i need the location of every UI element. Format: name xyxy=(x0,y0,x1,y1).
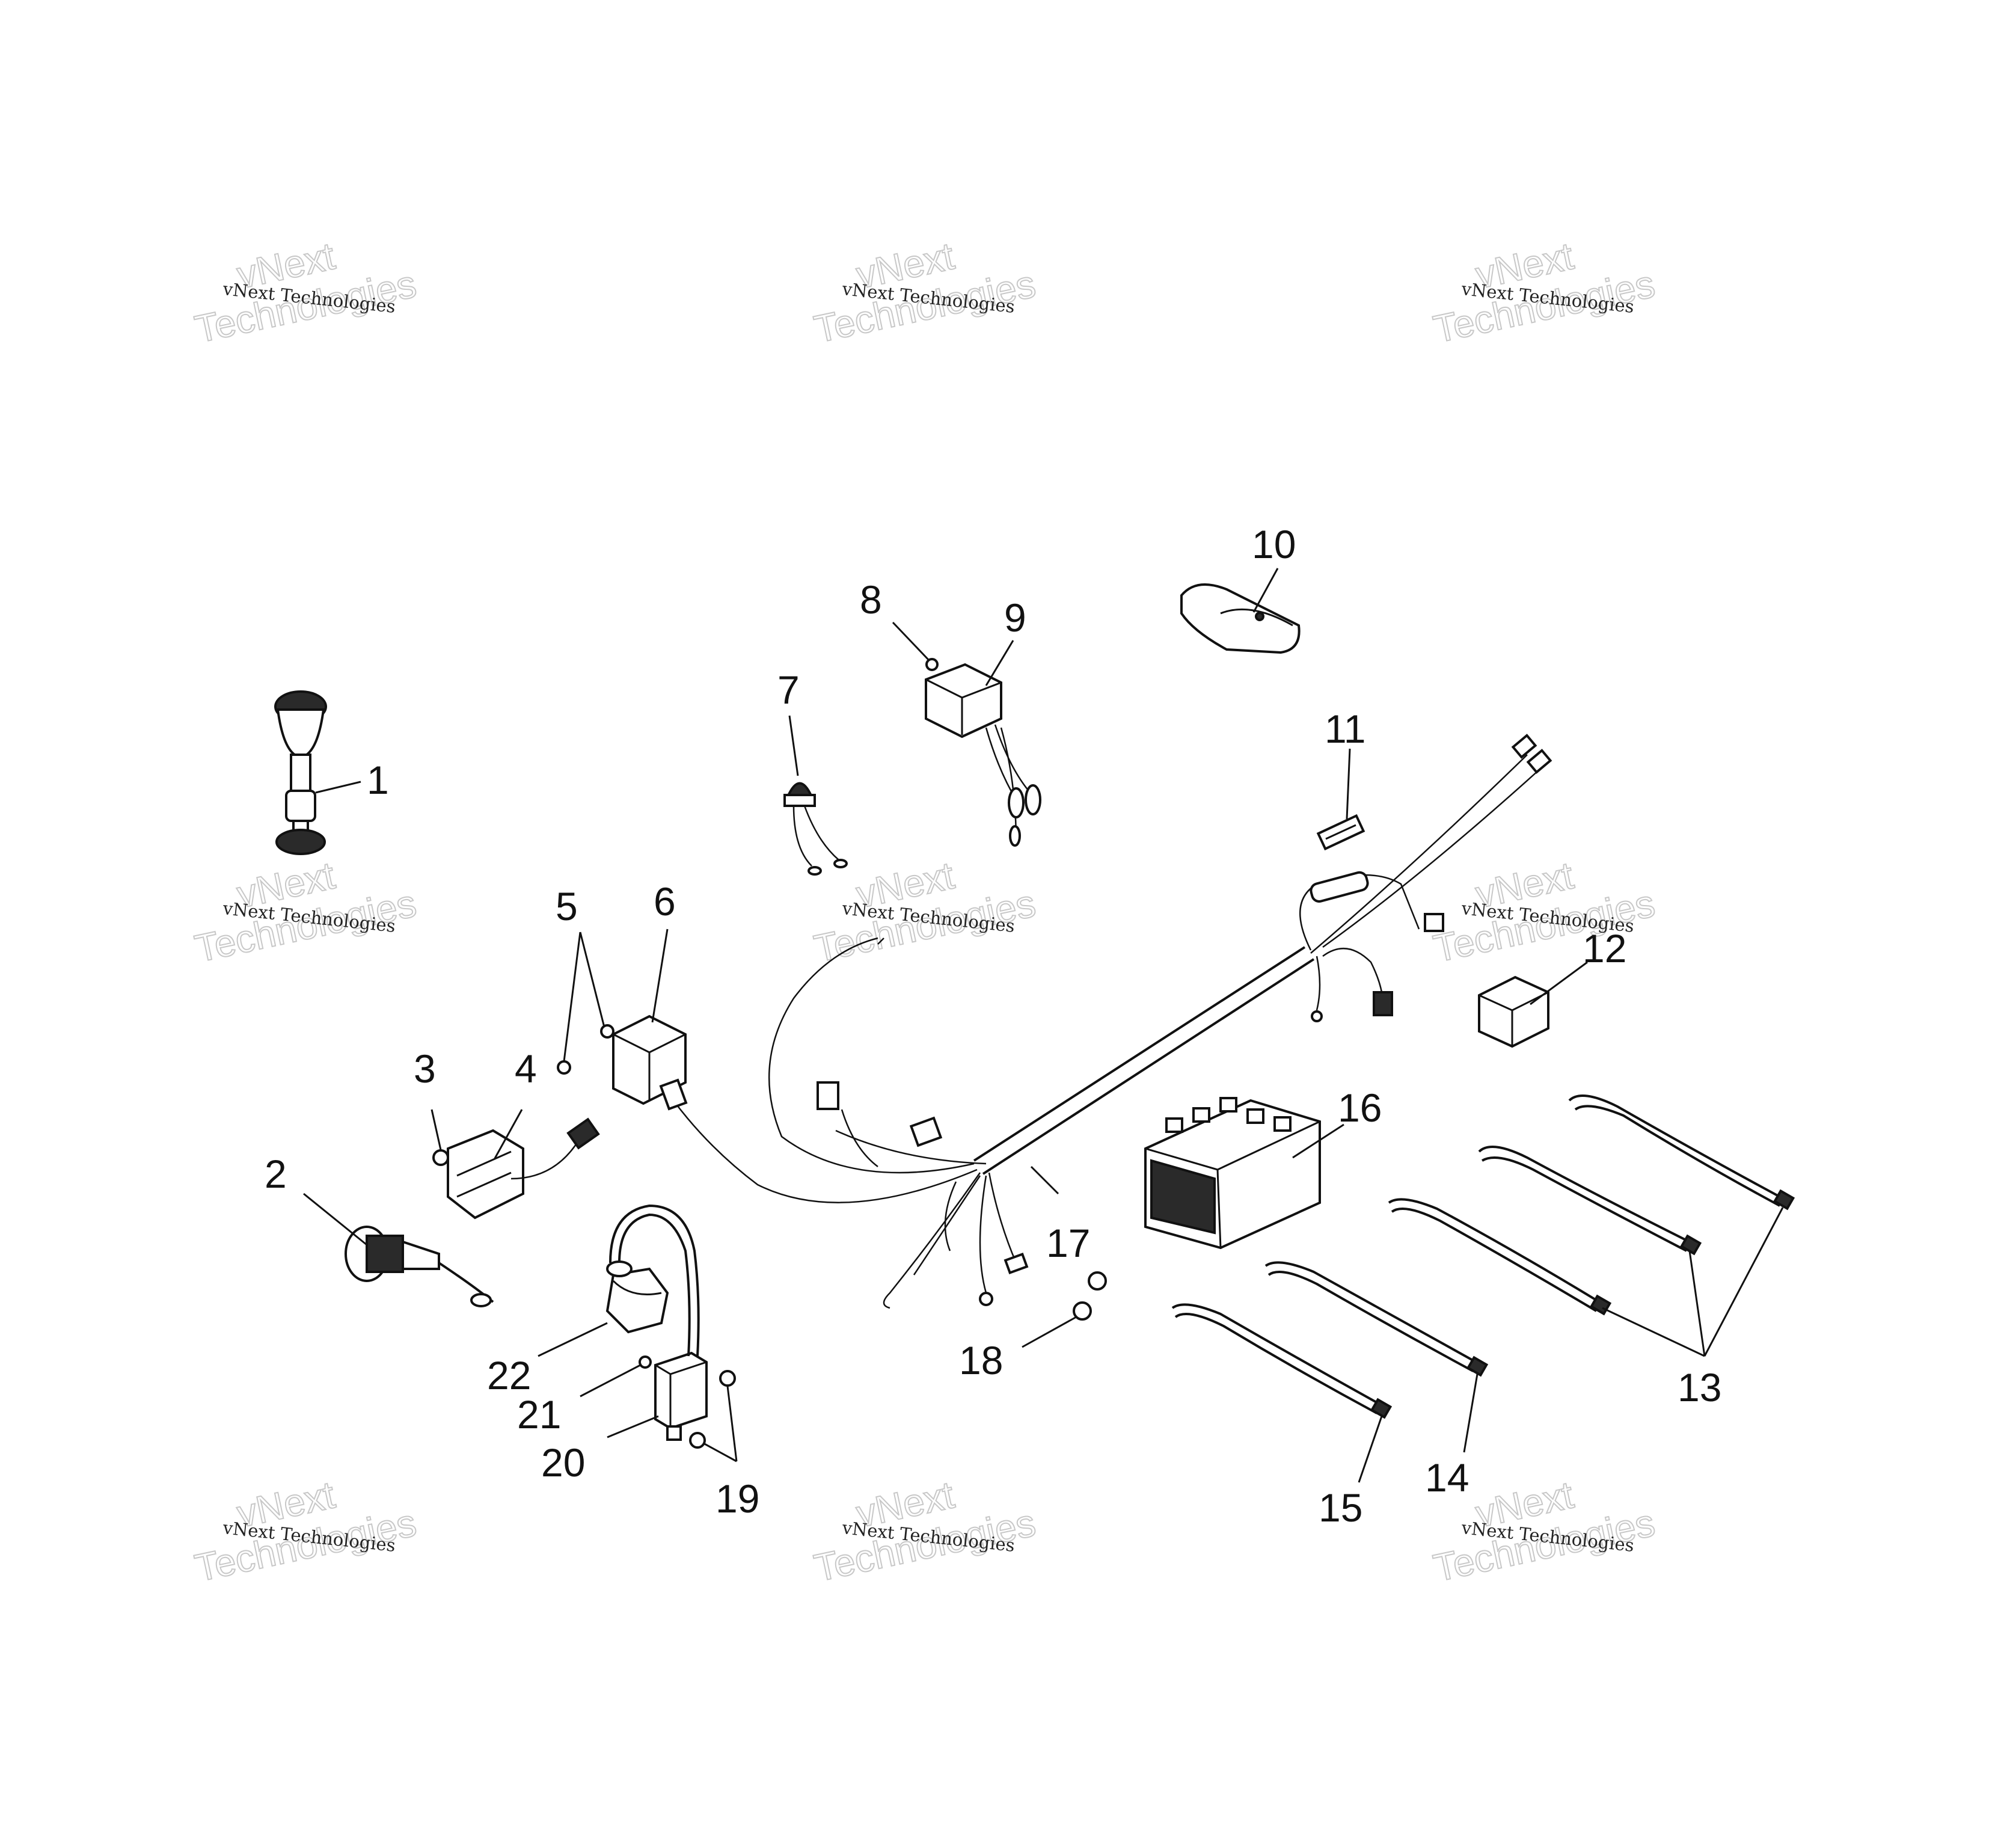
callout-14: 14 xyxy=(1425,1455,1469,1500)
callout-2: 2 xyxy=(265,1152,287,1196)
leader-13a xyxy=(1703,1207,1784,1357)
leader-4 xyxy=(493,1109,523,1160)
part-11-fuse xyxy=(1316,814,1365,851)
callout-15: 15 xyxy=(1319,1485,1362,1530)
part-16-battery xyxy=(1144,1097,1321,1250)
callout-16: 16 xyxy=(1338,1085,1382,1130)
part-6-module xyxy=(612,1015,687,1105)
leader-10 xyxy=(1252,568,1279,613)
part-14-cable-tie xyxy=(1264,1261,1489,1377)
callout-5: 5 xyxy=(556,884,578,929)
watermark-1: Technologies vNext vNext Technologies xyxy=(191,233,420,351)
part-10-cover xyxy=(1180,583,1301,654)
part-1-key-switch xyxy=(274,690,327,855)
callout-20: 20 xyxy=(541,1440,585,1485)
callout-11: 11 xyxy=(1325,707,1366,751)
part-18-bolts xyxy=(1073,1271,1107,1321)
leader-12 xyxy=(1530,961,1588,1005)
part-5-clips xyxy=(557,1024,614,1075)
callouts: 1 2 3 4 5 6 7 8 9 10 11 12 13 14 15 16 1… xyxy=(265,522,1721,1530)
callout-17: 17 xyxy=(1046,1221,1090,1265)
part-15-cable-tie xyxy=(1171,1303,1393,1419)
part-8-clip xyxy=(925,658,939,671)
callout-7: 7 xyxy=(777,668,800,712)
leader-3 xyxy=(431,1109,442,1150)
part-22-spark-plug-cap xyxy=(605,1260,669,1334)
leader-8 xyxy=(892,621,930,662)
part-7-bulb xyxy=(783,782,848,876)
part-12-relay xyxy=(1478,975,1549,1048)
watermark-5: Technologies vNext vNext Technologies xyxy=(810,853,1040,971)
callout-10: 10 xyxy=(1252,522,1296,566)
leader-1 xyxy=(315,781,361,794)
part-2-sensor xyxy=(345,1226,494,1307)
callout-9: 9 xyxy=(1004,595,1026,640)
watermark-2: Technologies vNext vNext Technologies xyxy=(810,233,1040,351)
leader-11 xyxy=(1346,748,1351,820)
part-13-cable-ties xyxy=(1388,1094,1795,1316)
part-3-screw xyxy=(432,1149,449,1166)
callout-1: 1 xyxy=(367,758,389,802)
callout-6: 6 xyxy=(654,879,676,924)
leader-13c xyxy=(1602,1307,1705,1357)
leader-19a xyxy=(726,1386,738,1462)
watermarks: Technologies vNext vNext Technologies Te… xyxy=(191,233,1659,1590)
leader-17 xyxy=(1030,1165,1059,1195)
callout-3: 3 xyxy=(414,1046,436,1091)
leader-2 xyxy=(303,1193,367,1246)
leader-22 xyxy=(538,1322,608,1357)
callout-18: 18 xyxy=(959,1338,1003,1383)
leader-21 xyxy=(580,1364,641,1398)
callout-12: 12 xyxy=(1583,926,1626,971)
leader-18 xyxy=(1022,1316,1077,1348)
leader-15 xyxy=(1358,1416,1383,1483)
leader-5b xyxy=(579,932,605,1028)
part-21-washer xyxy=(639,1355,652,1369)
leader-5a xyxy=(563,932,581,1062)
leader-16 xyxy=(1292,1123,1344,1159)
watermark-4: Technologies vNext vNext Technologies xyxy=(191,853,420,971)
leader-20 xyxy=(607,1415,659,1438)
leader-14 xyxy=(1463,1374,1479,1453)
leader-19b xyxy=(703,1442,737,1463)
part-9-cdi xyxy=(925,663,1041,847)
callout-4: 4 xyxy=(515,1046,537,1091)
part-19-bolts xyxy=(689,1370,736,1449)
part-17-harness xyxy=(659,734,1552,1309)
part-20-ignition-coil xyxy=(609,1204,708,1441)
leader-6 xyxy=(651,929,669,1023)
watermark-3: Technologies vNext vNext Technologies xyxy=(1429,233,1659,351)
callout-8: 8 xyxy=(860,577,882,622)
callout-22: 22 xyxy=(487,1353,531,1398)
leader-7 xyxy=(788,715,799,776)
leader-lines xyxy=(303,568,1784,1483)
watermark-8: Technologies vNext vNext Technologies xyxy=(810,1472,1040,1590)
leader-9 xyxy=(985,640,1014,686)
callout-21: 21 xyxy=(517,1392,561,1437)
callout-13: 13 xyxy=(1678,1365,1721,1410)
watermark-7: Technologies vNext vNext Technologies xyxy=(191,1472,420,1590)
part-4-regulator xyxy=(447,1117,600,1220)
callout-19: 19 xyxy=(716,1476,759,1521)
leader-13b xyxy=(1688,1250,1706,1357)
